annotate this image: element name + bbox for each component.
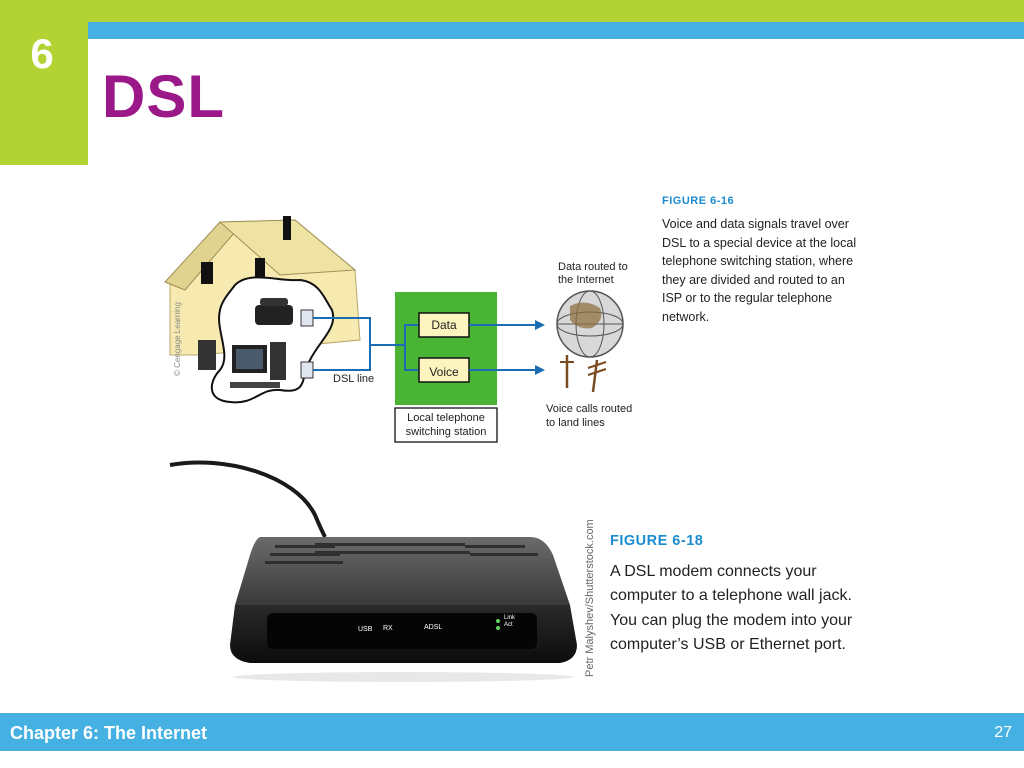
dsl-line-label: DSL line [333,373,375,385]
figure-18-caption: A DSL modem connects your computer to a … [610,563,853,654]
modem-adsl-label: ADSL [424,624,443,631]
chapter-number-box [0,22,88,165]
telephone-pole-icon [560,355,607,393]
top-blue-bar [88,22,1024,39]
data-box-label: Data [431,318,457,332]
data-routed-line2: the Internet [558,274,614,286]
dsl-modem-illustration [169,460,577,682]
voice-box-label: Voice [429,365,459,379]
figure-18-credit: Petr Malyshev/Shutterstock.com [584,519,596,677]
modem-act-label: Act [504,622,513,628]
footer-chapter-title: Chapter 6: The Internet [10,723,208,743]
voice-routed-line1: Voice calls routed [546,403,633,415]
station-label-line1: Local telephone [407,412,485,424]
modem-link-label: Link [504,615,516,621]
computer-icon [230,342,286,388]
footer-bar [0,713,1024,751]
wall-jack-1 [300,309,314,327]
figure-16-caption: Voice and data signals travel over DSL t… [662,217,857,324]
figure-18-label: FIGURE 6-18 [610,533,704,549]
switching-station-box [395,292,497,405]
telephone-icon [255,298,293,325]
globe-icon [556,290,624,358]
top-green-bar [0,0,1024,22]
voice-routed-line2: to land lines [546,417,605,429]
figure-16-credit: © Cengage Learning [173,302,182,376]
slide-title: DSL [102,63,225,130]
station-label-line2: switching station [405,426,487,438]
modem-usb-label: USB [358,626,373,633]
wall-jack-2 [300,361,314,379]
chapter-number: 6 [30,30,54,77]
data-routed-line1: Data routed to [558,261,628,273]
modem-rx-label: RX [383,625,393,632]
figure-16-label: FIGURE 6-16 [662,195,735,207]
page-number: 27 [994,724,1012,741]
dsl-network-diagram [164,216,624,443]
